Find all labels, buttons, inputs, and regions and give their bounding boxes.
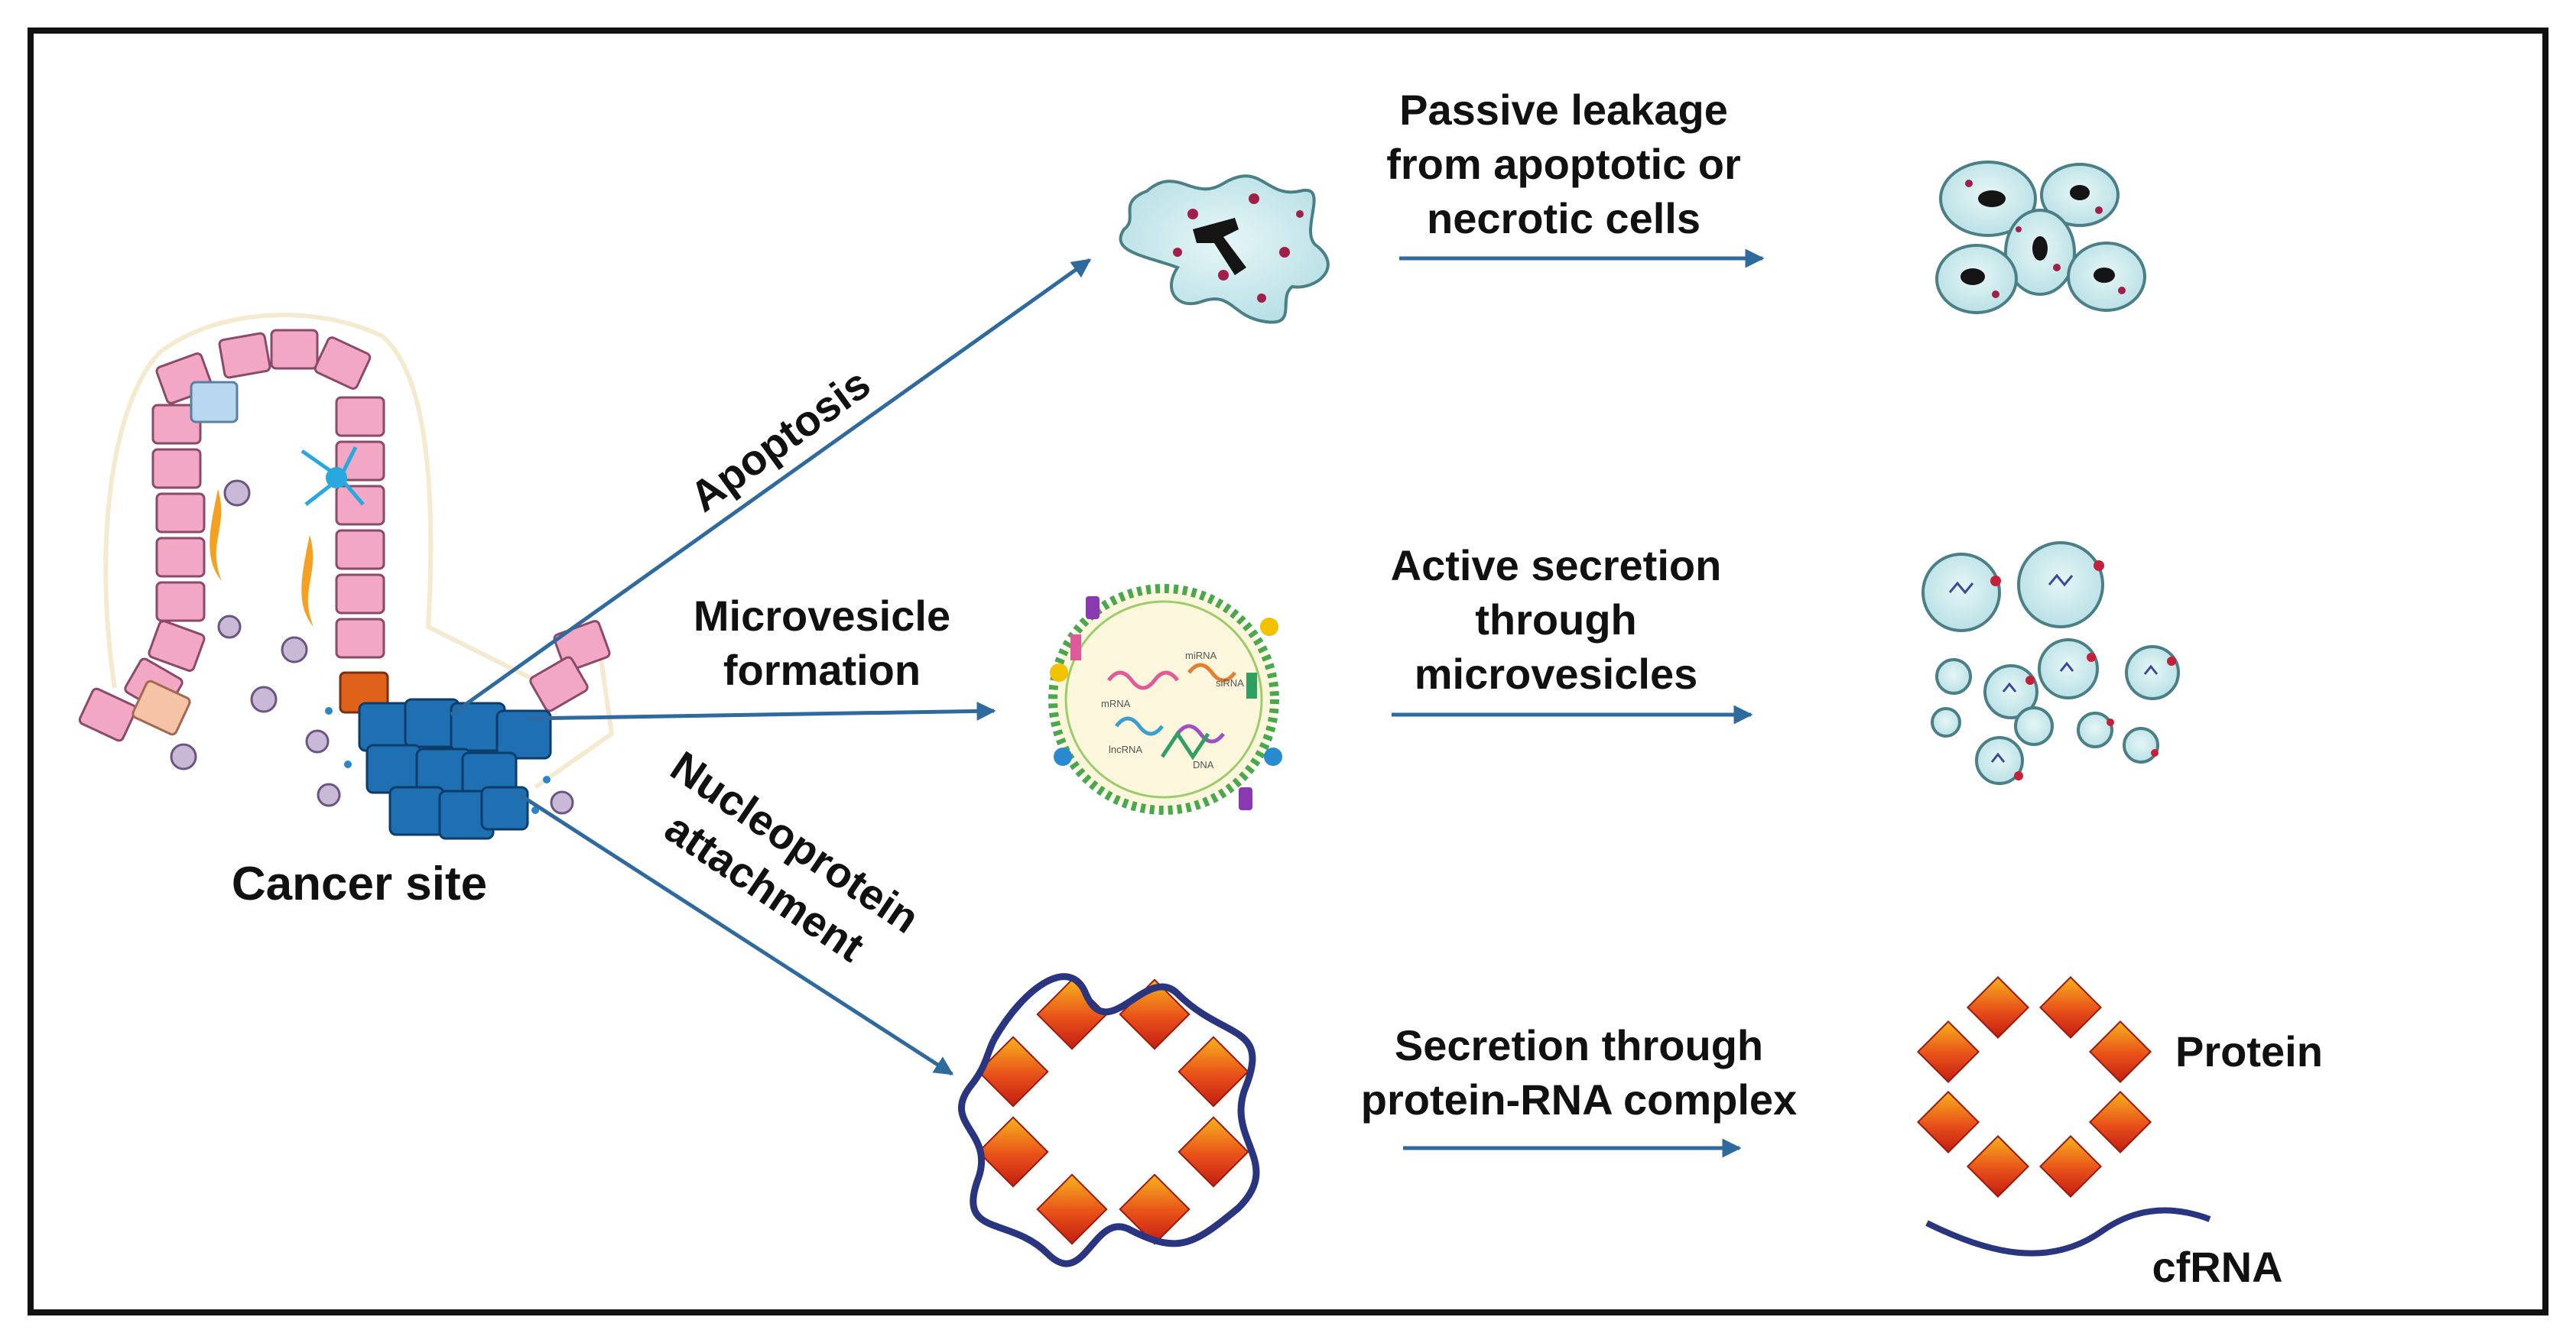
nucleoprotein-arrow	[518, 793, 954, 1076]
cargo-label-dna: DNA	[1193, 759, 1214, 770]
cargo-label-mirna: miRNA	[1185, 650, 1217, 661]
protein-legend-label: Protein	[2175, 1027, 2323, 1075]
intestinal-crypt-illustration	[78, 313, 615, 840]
apoptotic-cell	[1119, 174, 1330, 324]
protein-rna-complex	[958, 973, 1260, 1267]
microvesicle-arrow	[527, 701, 996, 721]
cargo-label-lncrna: lncRNA	[1109, 744, 1142, 755]
cargo-label-sirna: siRNA	[1216, 677, 1244, 689]
protein-rna-complex-text: Secretion through protein-RNA complex	[1360, 1021, 1798, 1124]
released-microvesicles	[1921, 541, 2180, 785]
cfrna-legend-label: cfRNA	[2152, 1243, 2283, 1291]
passive-leakage-text: Passive leakage from apoptotic or necrot…	[1386, 86, 1741, 243]
microvesicle-label: Microvesicle formation	[693, 592, 951, 695]
microvesicle-diagram: miRNA siRNA mRNA lncRNA DNA	[1048, 584, 1282, 815]
protein-legend-ring	[1916, 975, 2152, 1199]
active-secretion-text: Active secretion through microvesicles	[1390, 541, 1722, 699]
necrotic-cells	[1935, 161, 2146, 314]
cancer-site-label: Cancer site	[231, 858, 488, 910]
cfrna-strand	[1925, 1207, 2211, 1257]
pathway-arrows	[450, 248, 1765, 1158]
apoptosis-arrow	[450, 258, 1092, 717]
cargo-label-mrna: mRNA	[1101, 698, 1131, 709]
